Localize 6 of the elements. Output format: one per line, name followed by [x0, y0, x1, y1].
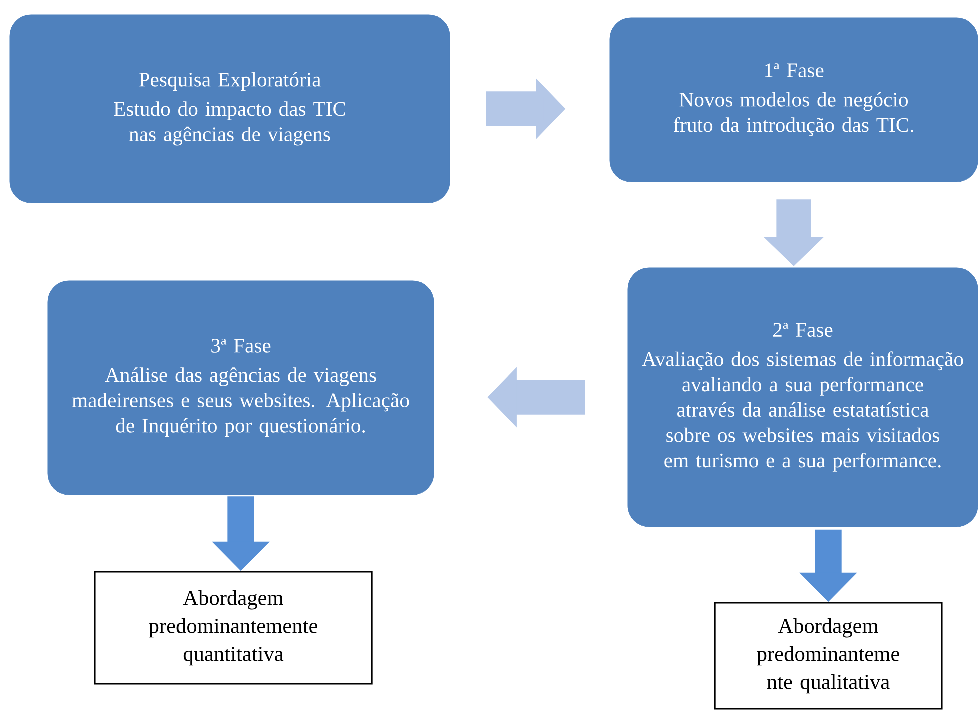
process-box: 2ª Fase Avaliação dos sistemas de informação avaliando a sua performance através da análise estatatística sobre os websites mais visitados em turismo e a sua performance. [628, 268, 978, 528]
outcome-box: Abordagem predominanteme nte qualitativa [714, 602, 943, 710]
process-box: 3ª Fase Análise das agências de viagens madeirenses e seus websites. Aplicação de Inquérito por questionário. [48, 280, 434, 496]
process-box: 1ª Fase Novos modelos de negócio fruto da introdução das TIC. [610, 18, 978, 182]
process-box: Pesquisa Exploratória Estudo do impacto das TIC nas agências de viagens [10, 14, 450, 204]
outcome-box: Abordagem predominantemente quantitativa [94, 571, 373, 685]
